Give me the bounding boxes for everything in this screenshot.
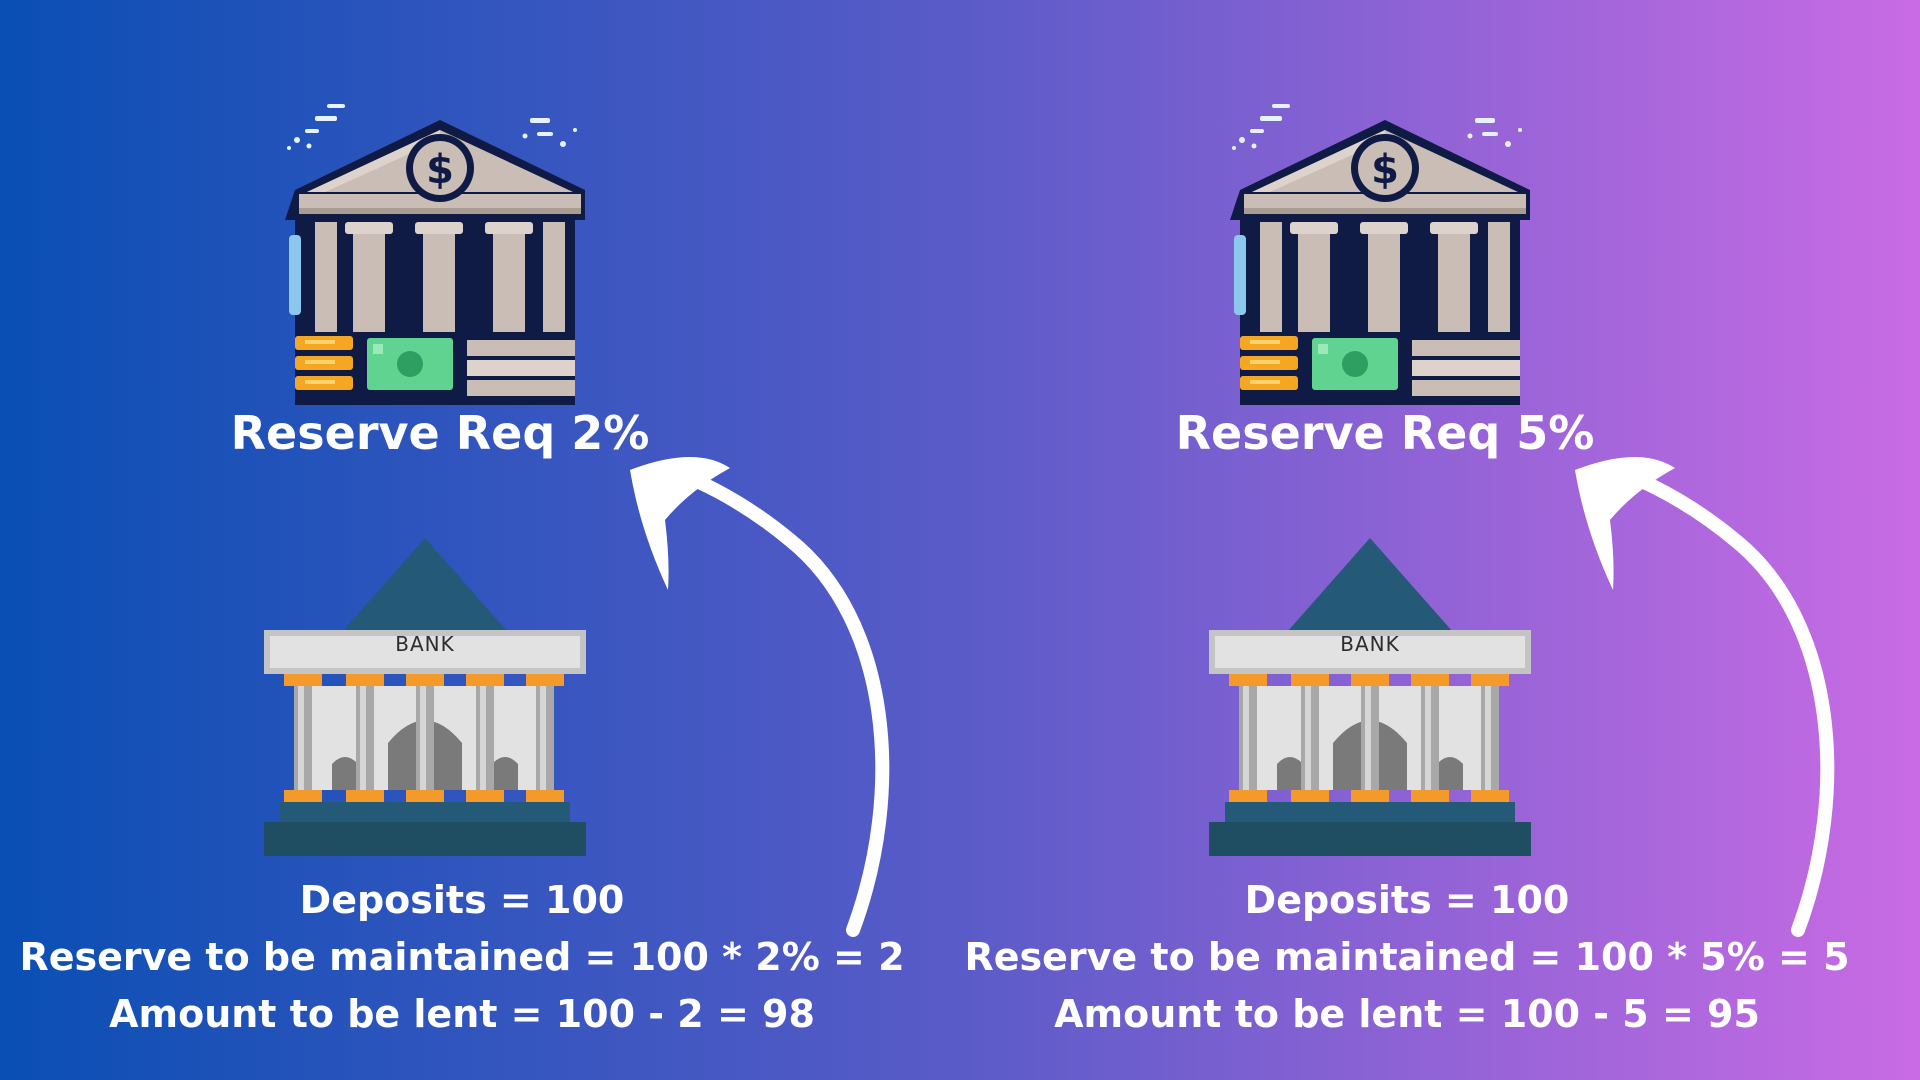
amount-lent-line: Amount to be lent = 100 - 2 = 98 — [109, 992, 815, 1036]
central-bank-dollar-icon: $ — [1230, 104, 1530, 405]
scenario-panel-2-percent: $ — [0, 104, 924, 1043]
svg-text:$: $ — [1371, 147, 1399, 193]
deposits-line: Deposits = 100 — [1244, 878, 1570, 922]
calculation-block: Deposits = 100 Reserve to be maintained … — [945, 872, 1869, 1043]
scenario-panel-5-percent: $ — [945, 0, 1905, 1080]
bank-sign-label: BANK — [1340, 632, 1400, 656]
reserve-maintained-line: Reserve to be maintained = 100 * 5% = 5 — [964, 935, 1850, 979]
svg-text:$: $ — [426, 147, 454, 193]
commercial-bank-icon: BANK — [1205, 538, 1535, 858]
bank-sign-label: BANK — [395, 632, 455, 656]
reserve-maintained-line: Reserve to be maintained = 100 * 2% = 2 — [19, 935, 905, 979]
deposits-line: Deposits = 100 — [299, 878, 625, 922]
reserve-requirement-title: Reserve Req 5% — [1175, 406, 1595, 460]
calculation-block: Deposits = 100 Reserve to be maintained … — [0, 872, 924, 1043]
amount-lent-line: Amount to be lent = 100 - 5 = 95 — [1054, 992, 1760, 1036]
commercial-bank-icon: BANK — [260, 538, 590, 858]
reserve-requirement-title: Reserve Req 2% — [230, 406, 650, 460]
central-bank-dollar-icon: $ — [285, 104, 585, 405]
